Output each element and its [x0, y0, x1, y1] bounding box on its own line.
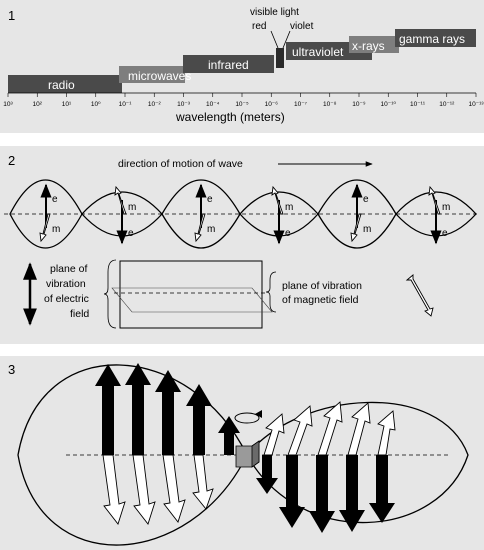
- tick-label: 10⁻¹⁰: [381, 101, 397, 108]
- violet-pointer-line: [282, 30, 291, 49]
- red-pointer-line: [270, 30, 279, 49]
- magnetic-plane-parallelogram: [111, 287, 273, 313]
- m-label-1: m: [52, 224, 60, 235]
- e-label-1: e: [52, 194, 58, 205]
- wave-3d-node: [234, 410, 262, 468]
- e-label-4: e: [285, 228, 291, 239]
- tick-label: 10⁻²: [148, 101, 162, 108]
- panel-2-number: 2: [8, 153, 15, 168]
- tick-label: 10⁻⁵: [235, 101, 249, 108]
- tick-label: 10²: [33, 101, 43, 108]
- e-label-6: e: [442, 228, 448, 239]
- electric-plane-rect: [119, 260, 263, 329]
- m-label-4: m: [285, 202, 293, 213]
- wave-3d-magnetic-down: [102, 454, 214, 525]
- magnetic-plane-arrow: [405, 274, 434, 317]
- band-ultraviolet-label: ultraviolet: [292, 45, 344, 59]
- magnetic-plane-bracket: [265, 271, 277, 313]
- electric-plane-line-2: vibration: [46, 278, 86, 290]
- wavelength-axis-label: wavelength (meters): [175, 110, 285, 124]
- band-microwaves-label: microwaves: [128, 69, 191, 83]
- magnetic-arrows: [39, 185, 441, 243]
- panel-spectrum: 1 radio microwaves infrared ultraviolet …: [0, 0, 484, 133]
- tick-label: 10⁻⁸: [323, 101, 337, 108]
- band-gamma: [395, 29, 476, 47]
- wave-3d-electric-up: [95, 363, 240, 455]
- tick-label: 10⁰: [91, 101, 101, 108]
- rotation-arrow-icon: [234, 412, 260, 424]
- planes-box: [111, 260, 273, 329]
- tick-label: 10⁻³: [177, 101, 191, 108]
- band-radio-label: radio: [48, 78, 75, 92]
- band-microwaves: [119, 66, 185, 83]
- band-gamma-label: gamma rays: [399, 32, 465, 46]
- m-label-2: m: [128, 202, 136, 213]
- wave-letter-labels: e m m e e m m e e m m e: [52, 194, 450, 239]
- magnetic-plane-label: plane of vibration of magnetic field: [282, 280, 362, 306]
- m-arrow-5: [350, 213, 362, 243]
- band-infrared: [183, 55, 274, 73]
- band-infrared-label: infrared: [208, 58, 249, 72]
- tick-label: 10⁻¹: [119, 101, 133, 108]
- panel-wave: 2 direction of motion of wave: [0, 146, 484, 344]
- wave-3d-electric-down: [256, 455, 395, 533]
- e-label-5: e: [363, 194, 369, 205]
- visible-red-label: red: [252, 21, 266, 32]
- m-arrow-2: [114, 185, 127, 215]
- tick-label: 10⁻⁴: [206, 101, 220, 108]
- magnetic-plane-line-2: of magnetic field: [282, 294, 359, 306]
- electric-plane-line-4: field: [70, 308, 89, 320]
- tick-label: 10⁻¹³: [469, 101, 484, 108]
- band-xrays: [349, 36, 399, 53]
- magnetic-plane-line-1: plane of vibration: [282, 280, 362, 292]
- spectrum-bands: radio microwaves infrared ultraviolet x-…: [8, 29, 476, 93]
- e-label-3: e: [207, 194, 213, 205]
- wave-lobe-6: [395, 191, 477, 237]
- wave-3d-magnetic-up: [263, 401, 396, 456]
- m-arrow-6: [428, 185, 441, 215]
- panel-wave-3d: 3: [0, 356, 484, 550]
- band-visible: [276, 48, 284, 68]
- band-xrays-label: x-rays: [352, 39, 385, 53]
- tick-label: 10⁻¹²: [439, 101, 455, 108]
- panel-1-number: 1: [8, 8, 15, 23]
- m-label-3: m: [207, 224, 215, 235]
- electric-plane-label: plane of vibration of electric field: [44, 263, 89, 320]
- tick-label: 10⁻⁷: [294, 101, 308, 108]
- visible-light-label: visible light: [250, 7, 299, 18]
- wave-lobes: [9, 179, 477, 249]
- tick-label: 10⁻¹¹: [410, 101, 426, 108]
- m-arrow-3: [194, 213, 206, 243]
- tick-label: 10³: [3, 101, 13, 108]
- spectrum-ticks: 10³ 10² 10¹ 10⁰ 10⁻¹ 10⁻² 10⁻³ 10⁻⁴ 10⁻⁵ 10⁻⁶ 10⁻⁷…: [3, 93, 484, 108]
- direction-label: direction of motion of wave: [118, 158, 243, 170]
- m-arrow-1: [39, 213, 51, 243]
- tick-label: 10⁻⁹: [352, 101, 366, 108]
- electric-plane-line-3: of electric: [44, 293, 89, 305]
- panel-3-number: 3: [8, 362, 15, 377]
- tick-label: 10⁻⁶: [265, 101, 279, 108]
- visible-violet-label: violet: [290, 21, 314, 32]
- electric-plane-bracket: [103, 259, 117, 329]
- m-label-6: m: [442, 202, 450, 213]
- m-label-5: m: [363, 224, 371, 235]
- band-radio: [8, 75, 122, 93]
- electric-plane-line-1: plane of: [50, 263, 87, 275]
- e-label-2: e: [128, 228, 134, 239]
- panel-2-background: [0, 146, 484, 344]
- tick-label: 10¹: [62, 101, 72, 108]
- m-arrow-4: [271, 185, 284, 215]
